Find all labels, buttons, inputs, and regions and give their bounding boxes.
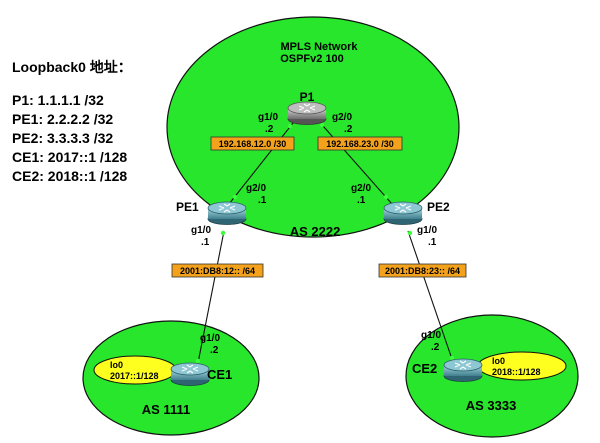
router-pe2-label: PE2 xyxy=(427,200,450,214)
router-pe2-icon[interactable] xyxy=(383,201,423,225)
router-pe1-icon[interactable] xyxy=(207,201,247,225)
subnet-pe2-ce2: 2001:DB8:23:: /64 xyxy=(385,266,460,276)
if-pe2-down-host: .1 xyxy=(428,237,437,248)
link-p1-pe2 xyxy=(315,117,393,205)
port-dot xyxy=(449,355,455,361)
router-p1-icon[interactable] xyxy=(287,101,327,125)
ce2-lo-name: lo0 xyxy=(492,356,505,366)
port-dot xyxy=(287,123,293,129)
if-p1-left-host: .2 xyxy=(265,124,274,135)
as1111-label: AS 1111 xyxy=(142,402,190,417)
loopback-ce1: CE1: 2017::1 /128 xyxy=(12,149,128,165)
if-ce2-up-port: g1/0 xyxy=(421,330,441,341)
router-ce1-icon[interactable] xyxy=(170,362,210,386)
port-dot xyxy=(220,230,226,236)
if-p1-left-port: g1/0 xyxy=(258,112,278,123)
as3333-label: AS 3333 xyxy=(466,398,517,413)
if-pe2-up-host: .1 xyxy=(357,195,366,206)
loopback-ce2: CE2: 2018::1 /128 xyxy=(12,168,128,184)
router-ce2-icon[interactable] xyxy=(443,358,483,382)
if-pe2-up-port: g2/0 xyxy=(351,183,371,194)
link-p1-pe1 xyxy=(228,117,298,205)
link-pe2-ce2 xyxy=(407,230,454,363)
subnet-p1-pe1: 192.168.12.0 /30 xyxy=(219,139,287,149)
router-ce1-label: CE1 xyxy=(207,367,232,382)
loopback-p1: P1: 1.1.1.1 /32 xyxy=(12,92,104,108)
subnet-pe1-ce1-box xyxy=(171,263,264,278)
port-dot xyxy=(232,194,238,200)
if-pe1-down-port: g1/0 xyxy=(191,225,211,236)
router-ce2-label: CE2 xyxy=(412,361,437,376)
subnet-p1-pe1-box xyxy=(210,136,295,151)
subnet-p1-pe2: 192.168.23.0 /30 xyxy=(326,139,394,149)
router-pe1-label: PE1 xyxy=(176,200,199,214)
link-pe1-ce1 xyxy=(196,230,225,369)
mpls-title: MPLS Network xyxy=(280,41,358,53)
ce1-lo-name: lo0 xyxy=(110,360,123,370)
if-ce1-up-host: .2 xyxy=(210,345,219,356)
loopback-pe1: PE1: 2.2.2.2 /32 xyxy=(12,111,114,127)
if-pe1-down-host: .1 xyxy=(201,237,210,248)
if-p1-right-host: .2 xyxy=(344,124,353,135)
as2222-label: AS 2222 xyxy=(290,224,341,239)
if-pe1-up-port: g2/0 xyxy=(246,183,266,194)
router-p1-label: P1 xyxy=(300,90,315,104)
port-dot xyxy=(319,122,325,128)
if-pe1-up-host: .1 xyxy=(258,195,267,206)
if-ce1-up-port: g1/0 xyxy=(200,333,220,344)
if-ce2-up-host: .2 xyxy=(431,342,440,353)
ce1-lo-addr: 2017::1/128 xyxy=(110,371,159,381)
loopback-title: Loopback0 地址： xyxy=(12,59,132,75)
mpls-area xyxy=(166,16,460,238)
subnet-p1-pe2-box xyxy=(317,136,403,151)
port-dot xyxy=(383,194,389,200)
if-pe2-down-port: g1/0 xyxy=(417,225,437,236)
port-dot xyxy=(195,358,201,364)
loopback-pe2: PE2: 3.3.3.3 /32 xyxy=(12,130,114,146)
ce2-lo-addr: 2018::1/128 xyxy=(492,367,541,377)
port-dot xyxy=(407,230,413,236)
if-p1-right-port: g2/0 xyxy=(332,112,352,123)
subnet-pe2-ce2-box xyxy=(378,263,467,278)
subnet-pe1-ce1: 2001:DB8:12:: /64 xyxy=(180,266,255,276)
mpls-subtitle: OSPFv2 100 xyxy=(280,53,344,65)
